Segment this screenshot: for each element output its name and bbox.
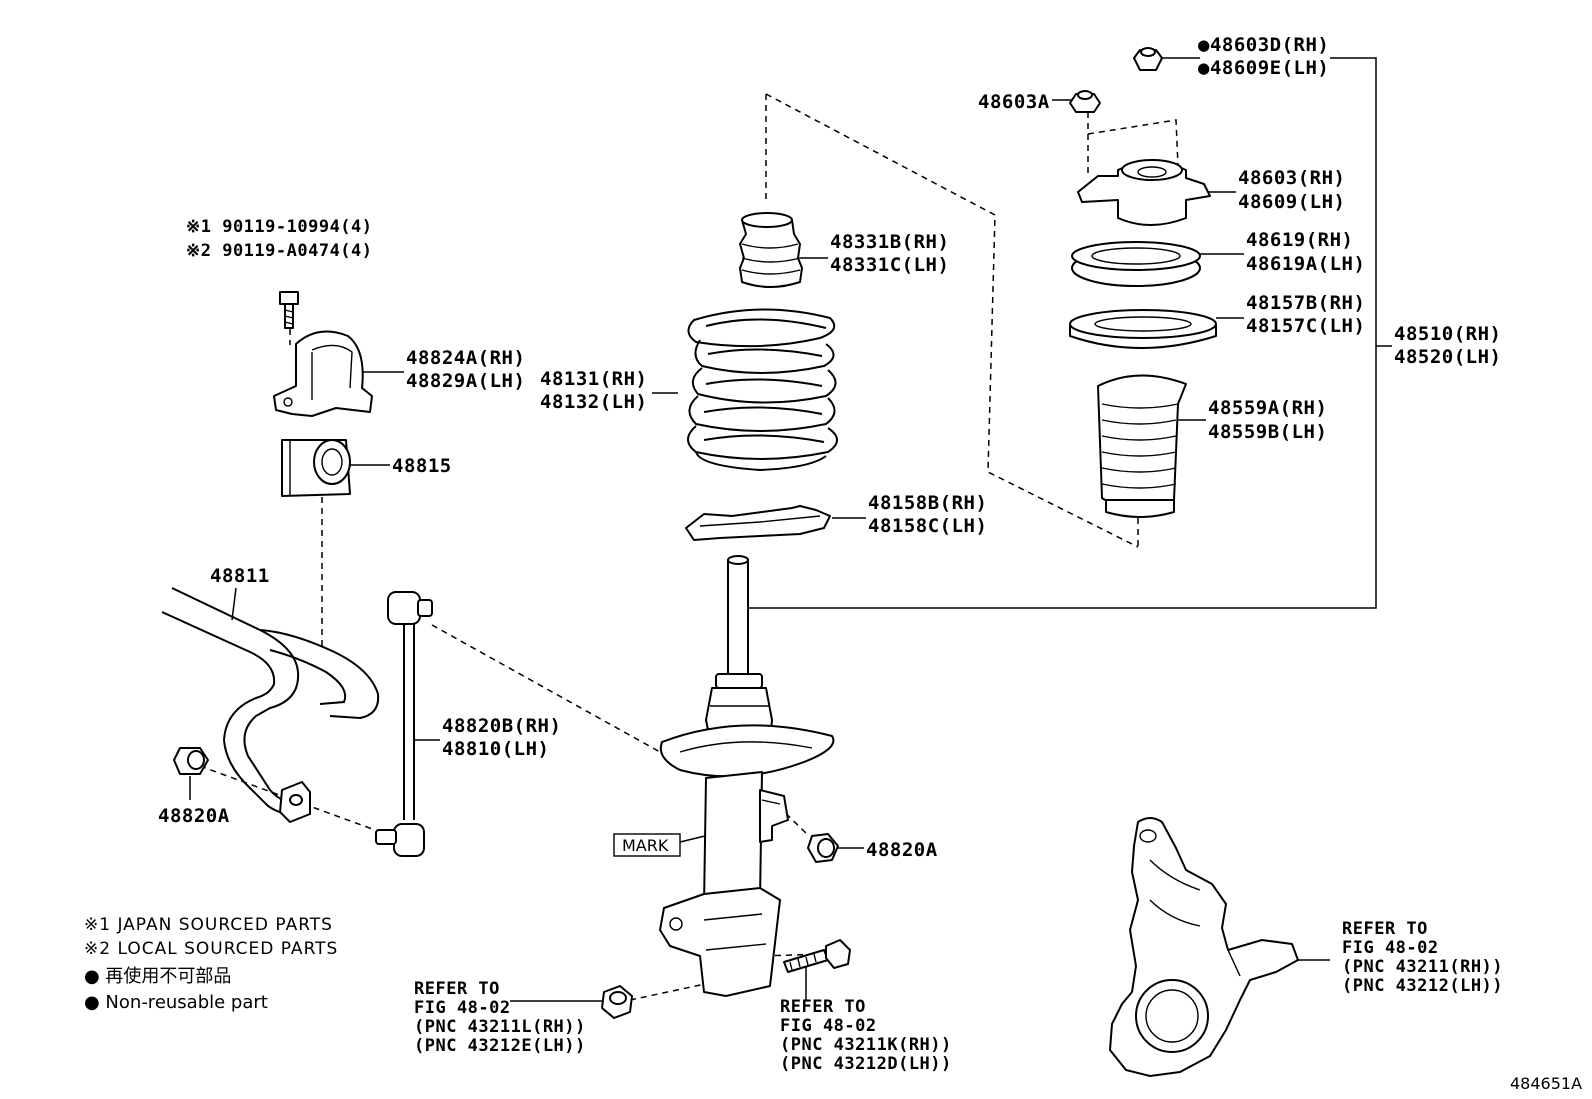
note-local-sourced: ※2 LOCAL SOURCED PARTS xyxy=(84,939,338,959)
steering-knuckle xyxy=(1109,817,1299,1077)
bearing-48157 xyxy=(1069,309,1217,349)
nut-48603a xyxy=(1069,90,1101,113)
label-48603: 48603(RH) xyxy=(1238,167,1345,189)
label-48603a: 48603A xyxy=(978,91,1050,113)
label-48824a: 48824A(RH) xyxy=(406,347,525,369)
knuckle-bolt xyxy=(783,939,851,973)
label-48158c: 48158C(LH) xyxy=(868,515,987,537)
note-nonreusable-en: ● Non-reusable part xyxy=(84,992,268,1013)
bolt-90119 xyxy=(279,291,299,329)
label-48603d: ●48603D(RH) xyxy=(1198,34,1329,56)
reference-left: REFER TO FIG 48-02 (PNC 43211L(RH)) (PNC… xyxy=(414,979,586,1056)
stabilizer-link-48820b xyxy=(375,591,433,857)
leader-lines xyxy=(189,57,1330,1002)
coil-spring-48131 xyxy=(687,308,838,472)
ref-middle-line4: (PNC 43212D(LH)) xyxy=(780,1054,952,1074)
label-48815: 48815 xyxy=(392,455,452,477)
ref-right-line3: (PNC 43211(RH)) xyxy=(1342,957,1503,977)
label-48811: 48811 xyxy=(210,565,270,587)
stabilizer-bracket-48824a xyxy=(273,330,373,417)
label-48829a: 48829A(LH) xyxy=(406,370,525,392)
ref-right-line2: FIG 48-02 xyxy=(1342,938,1439,958)
label-48331c: 48331C(LH) xyxy=(830,254,949,276)
label-48158b: 48158B(RH) xyxy=(868,492,987,514)
label-48510: 48510(RH) xyxy=(1394,323,1501,345)
label-48520: 48520(LH) xyxy=(1394,346,1501,368)
ref-left-line2: FIG 48-02 xyxy=(414,998,511,1018)
ref-left-line3: (PNC 43211L(RH)) xyxy=(414,1017,586,1037)
label-48820b: 48820B(RH) xyxy=(442,715,561,737)
ref-middle-line3: (PNC 43211K(RH)) xyxy=(780,1035,952,1055)
label-48820a-right: 48820A xyxy=(866,839,938,861)
label-48559b: 48559B(LH) xyxy=(1208,421,1327,443)
label-48619: 48619(RH) xyxy=(1246,229,1353,251)
label-48619a: 48619A(LH) xyxy=(1246,253,1365,275)
label-48559a: 48559A(RH) xyxy=(1208,397,1327,419)
ref-middle-line2: FIG 48-02 xyxy=(780,1016,877,1036)
label-48157c: 48157C(LH) xyxy=(1246,315,1365,337)
label-bolt-japan: ※1 90119-10994(4) xyxy=(186,217,373,237)
reference-right: REFER TO FIG 48-02 (PNC 43211(RH)) (PNC … xyxy=(1342,919,1503,996)
reference-middle: REFER TO FIG 48-02 (PNC 43211K(RH)) (PNC… xyxy=(780,997,952,1074)
label-bolt-local: ※2 90119-A0474(4) xyxy=(186,241,373,261)
ref-left-line4: (PNC 43212E(LH)) xyxy=(414,1036,586,1056)
label-48609: 48609(LH) xyxy=(1238,191,1345,213)
label-48132: 48132(LH) xyxy=(540,391,647,413)
ref-middle-line1: REFER TO xyxy=(780,997,866,1017)
figure-id: 484651A xyxy=(1510,1074,1582,1093)
stabilizer-bushing-48815 xyxy=(281,439,351,497)
ref-right-line4: (PNC 43212(LH)) xyxy=(1342,976,1503,996)
nut-48603d xyxy=(1133,47,1163,71)
note-nonreusable-jp: ● 再使用不可部品 xyxy=(84,966,231,987)
mark-box xyxy=(613,833,681,857)
label-48331b: 48331B(RH) xyxy=(830,231,949,253)
part-labels: ●48603D(RH) ●48609E(LH) 48603A 48603(RH)… xyxy=(158,34,1501,861)
assembly-bracket xyxy=(748,57,1392,609)
shock-absorber-strut xyxy=(613,555,835,997)
ref-left-line1: REFER TO xyxy=(414,979,500,999)
label-mark: MARK xyxy=(622,836,669,855)
label-48157b: 48157B(RH) xyxy=(1246,292,1365,314)
lower-insulator-48158 xyxy=(685,505,831,541)
label-48820a-left: 48820A xyxy=(158,805,230,827)
ref-right-line1: REFER TO xyxy=(1342,919,1428,939)
dust-boot-48559 xyxy=(1097,374,1187,518)
bump-stopper-48331 xyxy=(739,212,803,288)
knuckle-nut xyxy=(601,985,633,1019)
upper-seat-48619 xyxy=(1071,241,1201,287)
nut-48820a-left xyxy=(173,747,209,775)
nut-48820a-right xyxy=(807,833,839,863)
note-japan-sourced: ※1 JAPAN SOURCED PARTS xyxy=(84,915,333,935)
strut-support-48603 xyxy=(1077,159,1211,226)
label-48609e: ●48609E(LH) xyxy=(1198,57,1329,79)
stabilizer-bar-48811 xyxy=(161,587,380,823)
label-48810: 48810(LH) xyxy=(442,738,549,760)
label-48131: 48131(RH) xyxy=(540,368,647,390)
legend-notes: ※1 JAPAN SOURCED PARTS ※2 LOCAL SOURCED … xyxy=(84,915,338,1013)
